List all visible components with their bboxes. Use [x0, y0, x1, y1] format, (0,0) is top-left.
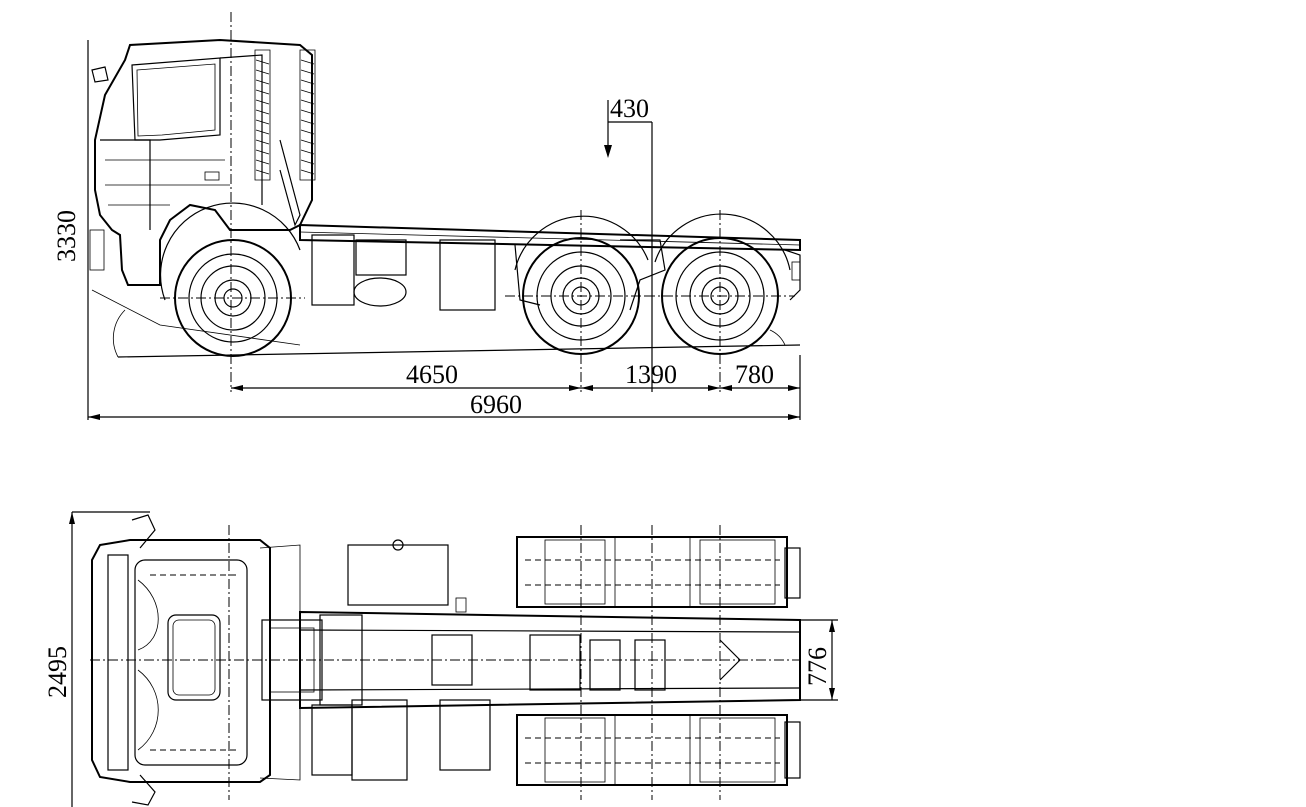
overall-length-dimension: 6960 — [88, 390, 800, 420]
rear-wheel-side — [654, 213, 791, 355]
overall-height-label: 3330 — [52, 210, 81, 262]
tandem-spacing-label: 1390 — [625, 360, 677, 389]
cab-top — [91, 514, 301, 806]
top-centerlines — [90, 525, 800, 800]
frame-side — [299, 223, 801, 311]
front-wheel-side — [159, 202, 301, 357]
rear-tandem-top — [516, 536, 801, 786]
frame-width-dimension: 776 — [800, 619, 838, 701]
overall-width-label: 2495 — [43, 646, 72, 698]
side-view: 3330 430 4650 1390 780 — [52, 12, 801, 420]
fifth-wheel-dimension: 430 — [604, 94, 653, 392]
rear-overhang-label: 780 — [735, 360, 774, 389]
top-view: 2495 776 — [43, 511, 838, 807]
overall-length-label: 6960 — [470, 390, 522, 419]
wheelbase-dimension-row: 4650 1390 780 — [231, 355, 801, 420]
height-dimension: 3330 — [52, 40, 89, 420]
width-dimension: 2495 — [43, 511, 150, 807]
side-centerlines — [160, 12, 795, 392]
frame-width-label: 776 — [803, 647, 832, 686]
wheelbase-label: 4650 — [406, 360, 458, 389]
cab-side — [89, 38, 316, 286]
fifth-wheel-offset-label: 430 — [610, 94, 649, 123]
